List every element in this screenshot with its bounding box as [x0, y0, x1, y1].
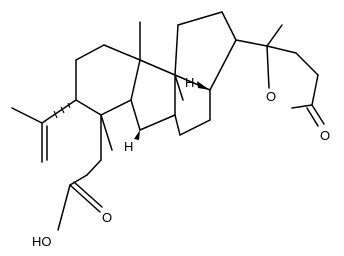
- carbonyl-oxygen-label: O: [320, 128, 330, 143]
- wedge-bonds: [134, 81, 210, 140]
- hash-bonds: [53, 102, 71, 119]
- ring-oxygen-label: O: [266, 89, 276, 104]
- acid-hydroxyl-label: HO: [32, 234, 52, 249]
- acid-oxygen-label: O: [102, 210, 112, 225]
- wedge-lower-junction: [134, 130, 140, 140]
- methyl-bonds: [100, 21, 184, 151]
- ring-d-bonds: [174, 11, 237, 91]
- acid-chain-bonds: [57, 114, 103, 231]
- h-junction-right-label: H: [185, 75, 194, 90]
- ring-b-bonds: [130, 59, 176, 131]
- h-junction-left-label: H: [124, 139, 133, 154]
- lactone-bonds: [235, 24, 325, 127]
- ring-a-bonds: [75, 44, 141, 116]
- wedge-junction-right: [197, 81, 210, 90]
- isopropenyl-bonds: [11, 99, 77, 163]
